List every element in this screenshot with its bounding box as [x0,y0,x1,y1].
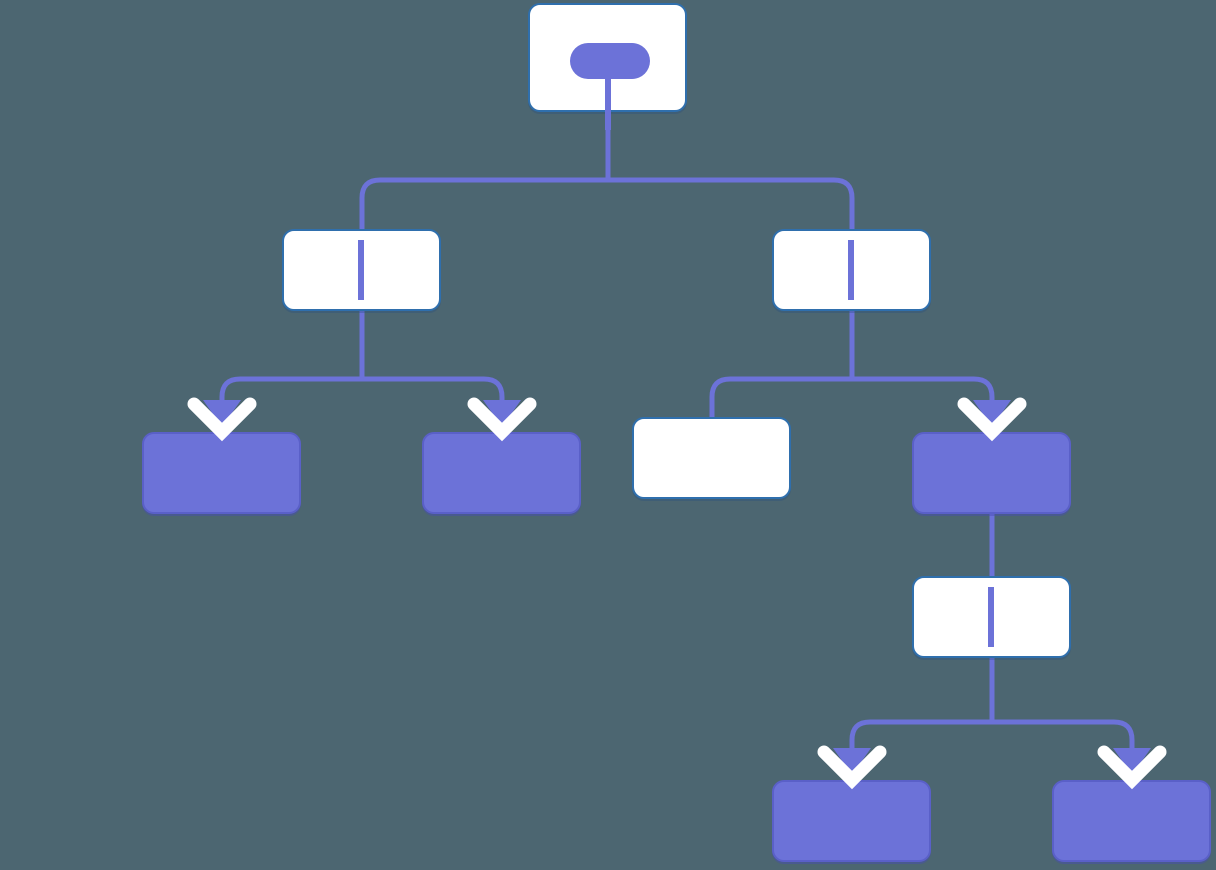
node-n4[interactable] [142,432,301,514]
node-n1[interactable] [528,3,687,112]
node-n5[interactable] [422,432,581,514]
node-pill-badge [570,43,650,79]
node-n8[interactable] [912,576,1071,658]
node-n7[interactable] [912,432,1071,514]
node-n9[interactable] [772,780,931,862]
node-n10[interactable] [1052,780,1211,862]
node-n2[interactable] [282,229,441,311]
node-n3[interactable] [772,229,931,311]
node-n6[interactable] [632,417,791,499]
